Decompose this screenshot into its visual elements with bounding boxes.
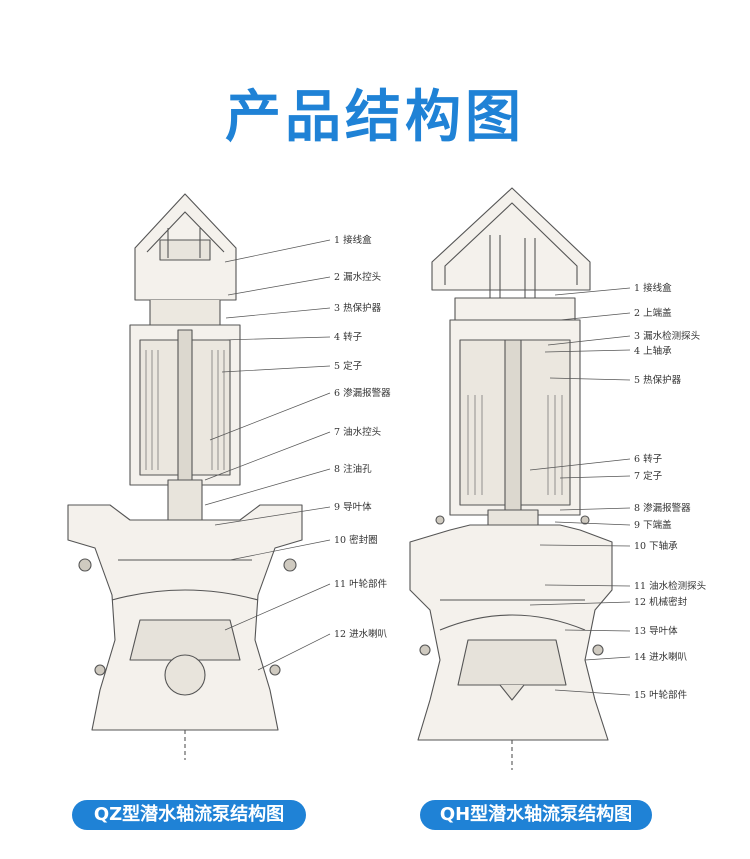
qh-part-labels: 1 接线盒 2 上端盖 3 漏水检测探头 4 上轴承 5 热保护器 6 转子 7…	[634, 282, 706, 701]
qz-label: 2 漏水控头	[334, 271, 381, 283]
qh-label: 7 定子	[634, 470, 663, 482]
qz-label: 5 定子	[334, 360, 363, 372]
qz-label: 3 热保护器	[334, 302, 382, 314]
qh-label: 1 接线盒	[634, 282, 672, 294]
qh-label: 9 下端盖	[634, 519, 672, 531]
qz-label: 10 密封圈	[334, 534, 378, 546]
qh-label: 8 渗漏报警器	[634, 502, 691, 514]
qh-label: 2 上端盖	[634, 307, 672, 319]
qh-label: 4 上轴承	[634, 345, 672, 357]
qh-leader-lines	[529, 287, 631, 696]
qh-label: 5 热保护器	[634, 374, 682, 386]
qh-label: 11 油水检测探头	[634, 580, 706, 592]
qh-pump-drawing	[409, 187, 613, 770]
qh-label: 15 叶轮部件	[634, 689, 688, 701]
qz-label: 8 注油孔	[334, 463, 372, 475]
qh-label: 6 转子	[634, 453, 663, 465]
qz-label: 4 转子	[334, 331, 363, 343]
qh-caption: QH型潜水轴流泵结构图	[420, 800, 652, 830]
qz-label: 7 油水控头	[334, 426, 381, 438]
qh-label: 13 导叶体	[634, 625, 678, 637]
qz-leader-lines	[204, 239, 331, 671]
qz-label: 11 叶轮部件	[334, 578, 388, 590]
qz-label: 9 导叶体	[334, 501, 372, 513]
qh-label: 3 漏水检测探头	[634, 330, 700, 342]
qz-label: 6 渗漏报警器	[334, 387, 391, 399]
qz-part-labels: 1 接线盒 2 漏水控头 3 热保护器 4 转子 5 定子 6 渗漏报警器 7 …	[334, 234, 391, 640]
qz-label: 1 接线盒	[334, 234, 372, 246]
qz-label: 12 进水喇叭	[334, 628, 388, 640]
qh-label: 12 机械密封	[634, 596, 688, 608]
qh-label: 10 下轴承	[634, 540, 678, 552]
pump-structure-diagrams: 1 接线盒 2 漏水控头 3 热保护器 4 转子 5 定子 6 渗漏报警器 7 …	[67, 187, 706, 770]
page-title: 产品结构图	[225, 85, 525, 150]
qh-label: 14 进水喇叭	[634, 651, 688, 663]
qz-caption: QZ型潜水轴流泵结构图	[72, 800, 306, 830]
qz-pump-drawing	[67, 193, 303, 760]
